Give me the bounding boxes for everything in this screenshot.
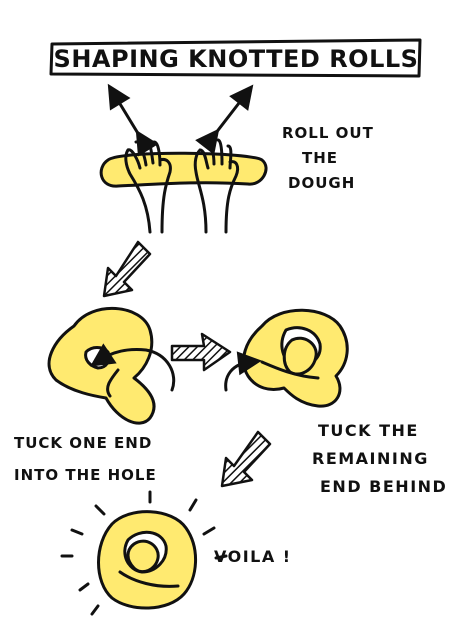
step-tuck-one-label-2: INTO THE HOLE xyxy=(14,466,157,484)
step-tuck-remaining-label-2: REMAINING xyxy=(312,449,429,468)
step-tuck-remaining-illustration xyxy=(224,308,349,408)
step-roll-illustration xyxy=(99,83,268,234)
step-tuck-one-label-1: TUCK ONE END xyxy=(14,434,152,452)
hatched-arrow-icon xyxy=(170,332,232,372)
step-tuck-remaining-label-3: END BEHIND xyxy=(320,477,447,496)
double-arrow-icon xyxy=(107,83,159,157)
hatched-arrow-icon xyxy=(102,240,152,298)
step-tuck-remaining-label-1: TUCK THE xyxy=(318,421,419,440)
step-roll-label-2: THE xyxy=(302,149,338,167)
sparkle-lines xyxy=(60,490,228,616)
title-box: SHAPING KNOTTED ROLLS xyxy=(49,38,422,78)
curved-arrow-icon xyxy=(224,351,262,392)
voila-label: VOILA ! xyxy=(214,547,292,566)
step-tuck-one-illustration xyxy=(47,306,176,425)
step-roll-label-1: ROLL OUT xyxy=(282,124,374,142)
finished-roll-illustration xyxy=(60,490,228,616)
double-arrow-icon xyxy=(195,84,254,155)
step-roll-label-3: DOUGH xyxy=(288,174,355,192)
page-title: SHAPING KNOTTED ROLLS xyxy=(54,45,419,73)
hatched-arrow-icon xyxy=(220,430,272,488)
curved-arrow-icon xyxy=(90,343,176,392)
